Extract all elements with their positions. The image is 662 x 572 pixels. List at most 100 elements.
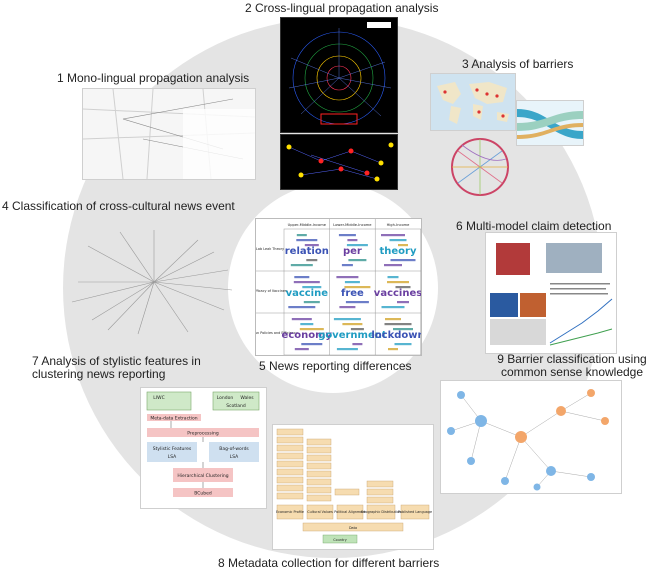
cross-lingual-graph-panel	[280, 134, 398, 190]
wordcloud-filler	[288, 306, 316, 309]
label-multi-model: 6 Multi-model claim detection	[456, 219, 612, 233]
wordcloud-filler	[342, 323, 363, 326]
street-map-icon	[83, 89, 255, 179]
wordcloud-filler	[384, 264, 402, 267]
metadata-tree-svg: Economic Profile Cultural Values Politic…	[276, 428, 432, 544]
flow-wales: Wales	[240, 395, 254, 401]
world-map-icon	[437, 82, 509, 124]
meta-economic: Economic Profile	[276, 510, 304, 514]
wordcloud-filler	[300, 323, 314, 326]
barriers-chord-panel	[448, 135, 512, 199]
wordcloud-filler	[294, 276, 310, 279]
wordcloud-word: theory	[379, 246, 416, 257]
chord-diagram-icon	[451, 138, 509, 196]
wordcloud-filler	[388, 348, 398, 351]
flowchart-svg: LIWC London Wales Scotland Meta-data Ext…	[146, 391, 260, 497]
cross-lingual-network-panel	[280, 17, 398, 133]
table-row-header: Lockdown Policies and Efficiency	[256, 331, 298, 335]
table-row-header: Efficacy of Vaccines	[256, 289, 287, 293]
wordcloud-word: free	[341, 288, 364, 299]
wordcloud-filler	[350, 328, 364, 331]
wordcloud-word: lockdown	[371, 330, 421, 341]
wordcloud-filler	[301, 343, 323, 346]
label-mono-lingual: 1 Mono-lingual propagation analysis	[57, 71, 250, 85]
radial-network-icon	[288, 22, 392, 125]
barriers-world-map-panel	[430, 73, 516, 131]
table-column-header: Lower-Middle-Income	[333, 223, 372, 227]
label-news-diff: 5 News reporting differences	[259, 359, 412, 373]
wordcloud-filler	[338, 234, 356, 237]
flow-london: London	[217, 395, 234, 401]
multi-model-panel	[485, 232, 617, 354]
claim-detection-icon	[490, 243, 613, 346]
flow-bcubed: BCubed	[194, 491, 212, 497]
flow-preprocessing: Preprocessing	[187, 431, 219, 437]
wordcloud-filler	[306, 259, 318, 262]
wordcloud-filler	[394, 343, 412, 346]
wordcloud-filler	[387, 276, 399, 279]
wordcloud-filler	[344, 281, 360, 284]
wordcloud-word: per	[343, 246, 362, 257]
wordcloud-word: government	[318, 330, 387, 341]
wordcloud-filler	[352, 343, 363, 346]
label-metadata: 8 Metadata collection for different barr…	[218, 556, 440, 570]
barrier-class-graph-panel	[440, 380, 622, 494]
wordcloud-filler	[303, 301, 320, 304]
flow-hierarchical: Hierarchical Clustering	[177, 473, 228, 479]
label-classification: 4 Classification of cross-cultural news …	[2, 199, 235, 213]
wordcloud-filler	[293, 281, 320, 284]
table-column-header: High-Income	[387, 223, 411, 227]
wordcloud-filler	[387, 281, 409, 284]
barriers-sankey-panel	[516, 100, 584, 146]
wordcloud-filler	[339, 306, 356, 309]
wordcloud-filler	[381, 234, 405, 237]
wordcloud-filler	[341, 264, 353, 267]
radial-tree-icon	[71, 230, 233, 335]
flow-metadata: Meta-data Extraction	[150, 416, 197, 422]
wordcloud-filler	[345, 301, 369, 304]
meta-country: Country	[333, 538, 346, 542]
meta-language: Published Language	[398, 510, 432, 514]
label-barriers: 3 Analysis of barriers	[462, 57, 574, 71]
wordcloud-filler	[290, 264, 313, 267]
wordcloud-word: vaccines	[374, 288, 421, 299]
wordcloud-filler	[348, 259, 367, 262]
mono-lingual-map-panel	[82, 88, 256, 180]
wordcloud-filler	[398, 244, 408, 247]
sankey-icon	[517, 109, 583, 139]
label-barrier-class: 9 Barrier classification using common se…	[497, 352, 647, 379]
wordcloud-filler	[397, 301, 409, 304]
wordcloud-filler	[336, 348, 358, 351]
flow-lsa-1: LSA	[168, 454, 177, 460]
wordcloud-filler	[304, 244, 319, 247]
table-grid	[283, 228, 421, 355]
wordcloud-filler	[296, 234, 307, 237]
wordcloud-filler	[390, 259, 416, 262]
wordcloud-filler	[294, 348, 309, 351]
wordcloud-filler	[395, 286, 411, 289]
flow-liwc: LIWC	[153, 395, 164, 401]
metadata-panel: Economic Profile Cultural Values Politic…	[272, 424, 434, 550]
flow-scotland: Scotland	[226, 403, 246, 409]
wordcloud-filler	[393, 328, 413, 331]
wordcloud-filler	[302, 286, 322, 289]
wordcloud-filler	[347, 239, 358, 242]
wordcloud-filler	[344, 286, 371, 289]
wordcloud-word: relation	[285, 246, 329, 257]
wordcloud-filler	[389, 239, 407, 242]
wordcloud-filler	[346, 244, 368, 247]
wordcloud-filler	[381, 306, 405, 309]
meta-data: Data	[349, 526, 357, 530]
node-graph-icon	[286, 142, 394, 182]
wordcloud-word: economy	[282, 330, 333, 341]
classification-tree-panel	[68, 226, 240, 338]
wordcloud-filler	[336, 276, 359, 279]
wordcloud-filler	[333, 318, 361, 321]
wordcloud-filler	[384, 323, 412, 326]
label-cross-lingual: 2 Cross-lingual propagation analysis	[245, 1, 439, 15]
label-stylistic: 7 Analysis of stylistic features in clus…	[32, 354, 201, 381]
flow-stylistic: Stylistic Features	[153, 446, 192, 452]
